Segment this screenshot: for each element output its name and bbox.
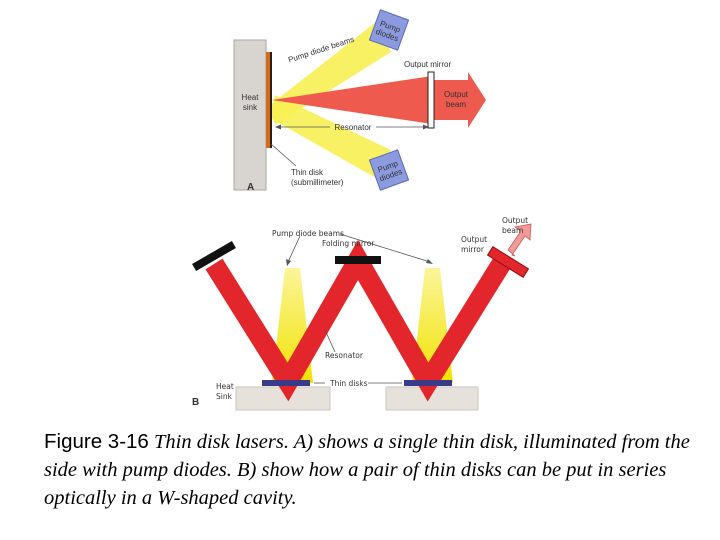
thin-disks-label-b: Thin disks [329,379,368,388]
resonator-beam-b [205,239,514,402]
output-beam-a [432,72,486,128]
pump-beams-arrowhead-b-left [286,259,291,266]
pump-diodes-top [368,9,410,51]
resonator-label-a: Resonator [335,123,372,132]
output-beam-label-b-line1: Output [502,216,528,225]
heat-sink-a [233,39,267,191]
output-beam-arrow-b [507,223,532,257]
output-beam-label-b-line2: beam [502,226,523,235]
resonator-pointer-b [324,329,336,353]
heat-sink-label-b-line2: Sink [216,392,233,401]
panel-a: Heat sink Pump diodes Pump diodes Pump d… [233,9,486,193]
thin-disk-label-a-line1: Thin disk [291,168,324,177]
thin-disk-a-edge [270,52,272,148]
figure-label: Figure 3-16 [44,430,149,453]
heat-sink-label-b-line1: Heat [216,382,234,391]
thin-disk-a [266,52,270,148]
panel-b-letter: B [192,397,199,408]
figure-caption-text: Thin disk lasers. A) shows a single thin… [44,431,690,509]
thin-disk-pointer-a [270,143,297,167]
output-mirror-label-b-line1: Output [461,235,487,244]
folding-mirror-label-b: Folding mirror [322,239,375,248]
thin-disk-b-right [404,380,452,386]
resonator-beam-a [272,76,432,124]
output-beam-label-a-line1: Output [444,90,469,99]
output-mirror-a [427,71,435,129]
folding-mirror-b [335,256,381,264]
thin-disk-laser-diagram: Heat sink Pump diodes Pump diodes Pump d… [192,9,532,411]
panel-b: Pump diode beams Folding mirror Output m… [192,216,532,411]
pump-diode-beams-label-b: Pump diode beams [272,229,344,238]
pump-beams-pointer-b-right [339,233,431,263]
thin-disk-label-a-line2: (submillimeter) [291,178,344,187]
resonator-label-b: Resonator [325,351,364,360]
pump-beams-arrowhead-b-right [426,259,433,264]
output-beam-label-a-line2: beam [446,100,466,109]
figure-caption: Figure 3-16 Thin disk lasers. A) shows a… [44,428,704,512]
pump-beam-bottom-a [270,95,391,178]
thin-disk-b-left [262,380,310,386]
pump-beams-pointer-b-left [287,235,301,263]
heat-sink-label-a-line1: Heat [242,93,260,102]
end-mirror-b-left [192,241,236,271]
resonator-arrowhead-left-a [275,124,281,130]
panel-a-letter: A [247,182,254,193]
pump-diodes-bottom [368,149,410,191]
output-mirror-label-b-line2: mirror [461,245,485,254]
output-mirror-b [486,245,530,279]
resonator-arrowhead-right-a [423,124,429,130]
output-mirror-label-a: Output mirror [404,60,451,69]
heat-sink-label-a-line2: sink [243,103,258,112]
